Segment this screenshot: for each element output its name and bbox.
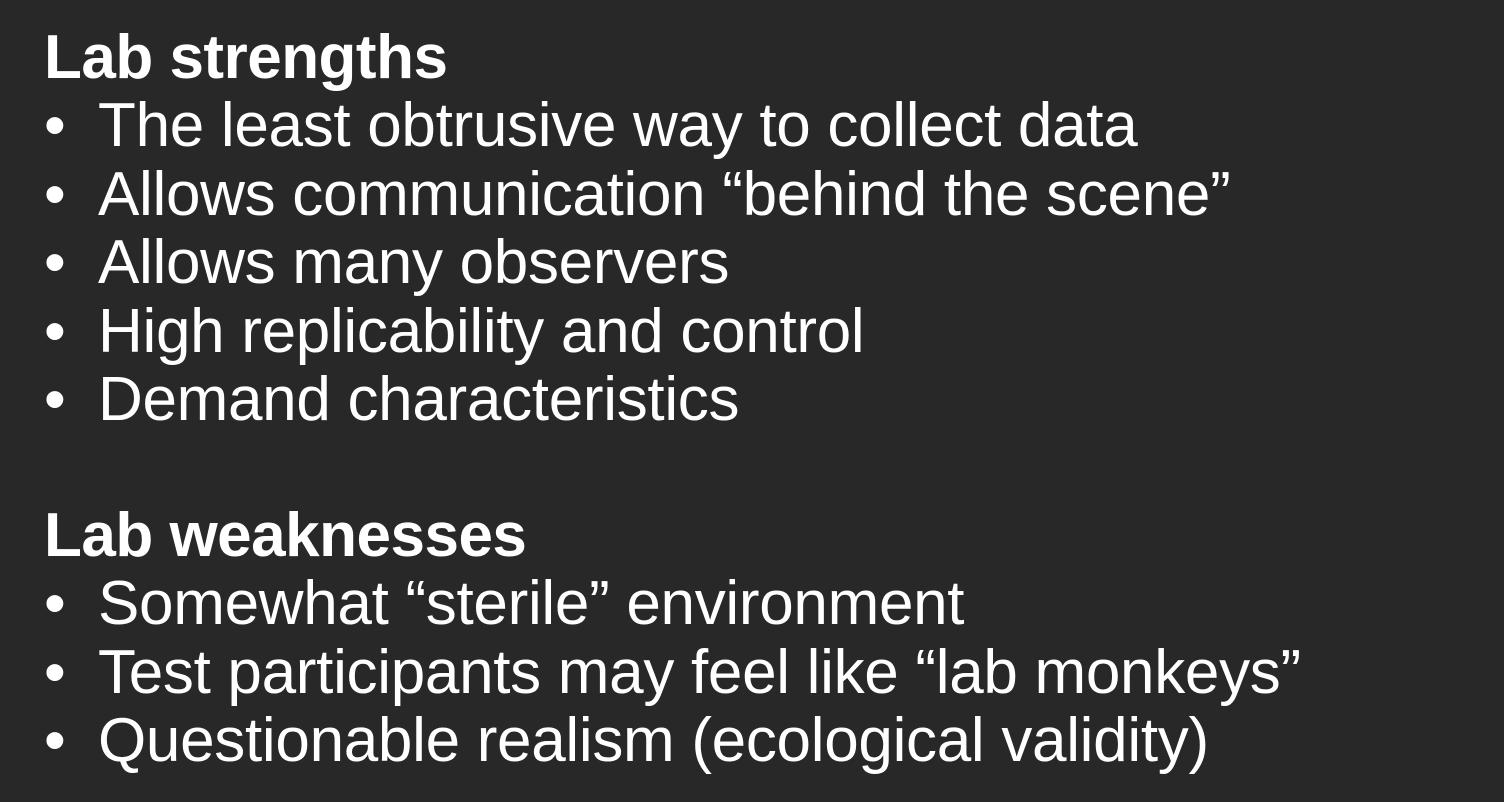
bullet-icon: • (44, 91, 66, 160)
bullet-icon: • (44, 296, 66, 366)
bullet-icon: • (44, 706, 66, 775)
list-item-text: The least obtrusive way to collect data (98, 91, 1138, 160)
list-item-text: Questionable realism (ecological validit… (98, 706, 1209, 775)
list-item-text: Demand characteristics (98, 365, 740, 434)
weaknesses-list: • Somewhat “sterile” environment • Test … (44, 569, 1301, 776)
strengths-heading: Lab strengths (44, 23, 448, 92)
bullet-icon: • (44, 637, 66, 707)
list-item-text: Somewhat “sterile” environment (98, 569, 965, 638)
strengths-section: Lab strengths • The least obtrusive way … (44, 23, 1231, 435)
weaknesses-section: Lab weaknesses • Somewhat “sterile” envi… (44, 502, 1301, 776)
weaknesses-heading: Lab weaknesses (44, 501, 527, 570)
list-item: • Allows communication “behind the scene… (44, 159, 1231, 230)
list-item-text: Allows communication “behind the scene” (98, 159, 1231, 229)
list-item-text: Test participants may feel like “lab mon… (98, 637, 1301, 707)
strengths-list: • The least obtrusive way to collect dat… (44, 91, 1231, 435)
list-item: • Allows many observers (44, 228, 1230, 298)
list-item-text: Allows many observers (98, 228, 730, 297)
bullet-icon: • (44, 159, 66, 229)
list-item: • Test participants may feel like “lab m… (44, 637, 1301, 708)
list-item: • The least obtrusive way to collect dat… (44, 91, 1230, 161)
bullet-icon: • (44, 365, 66, 434)
list-item: • Somewhat “sterile” environment (44, 569, 1301, 639)
list-item-text: High replicability and control (98, 296, 865, 366)
bullet-icon: • (44, 228, 66, 297)
list-item: • Questionable realism (ecological valid… (44, 706, 1301, 776)
bullet-icon: • (44, 569, 66, 638)
list-item: • High replicability and control (44, 296, 1230, 367)
list-item: • Demand characteristics (44, 365, 1230, 435)
